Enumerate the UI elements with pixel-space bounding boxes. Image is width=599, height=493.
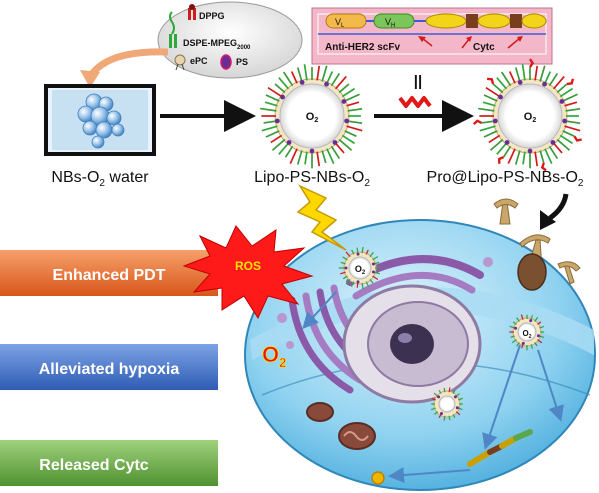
nbs-caption: NBs-O2 water bbox=[51, 169, 149, 189]
liposome-bound-receptor bbox=[517, 253, 547, 291]
ros-burst bbox=[182, 225, 314, 320]
lipo2-o2: O2 bbox=[524, 111, 537, 124]
outcome-bar-pdt bbox=[0, 250, 218, 296]
ros-label: ROS bbox=[235, 259, 261, 273]
mitochondrion bbox=[338, 422, 376, 450]
outcome-label-pdt: Enhanced PDT bbox=[53, 267, 166, 284]
arrow-pro-to-cell bbox=[548, 193, 569, 221]
legend-dspe-label: DSPE-MPEG2000 bbox=[183, 38, 251, 51]
nanobubble-cluster bbox=[77, 93, 125, 149]
lipo-2-o2: O2 bbox=[522, 329, 531, 340]
cytc-molecule bbox=[371, 471, 385, 485]
legend-ellipse bbox=[157, 1, 303, 79]
outcome-bar-hypoxia bbox=[0, 344, 218, 390]
vh-label: VH bbox=[385, 17, 395, 29]
liposome-in-cell-3 bbox=[431, 387, 463, 421]
released-o2-label: O2 bbox=[262, 342, 286, 370]
intracellular-arrows bbox=[302, 291, 564, 484]
outcome-bar-cytc bbox=[0, 440, 218, 486]
dspe-mpeg-icon bbox=[169, 11, 177, 48]
vl-label: VL bbox=[335, 17, 345, 29]
liposome-in-cell-2 bbox=[509, 314, 545, 351]
lipo-caption: Lipo-PS-NBs-O2 bbox=[254, 169, 370, 189]
cytc-label: Cytc bbox=[473, 42, 495, 53]
protein-icon bbox=[398, 96, 432, 108]
scfv-label: Anti-HER2 scFv bbox=[325, 42, 400, 53]
light-irradiation-bolt bbox=[296, 184, 347, 251]
liposome-in-cell bbox=[338, 246, 380, 290]
pro-lipo-ps-nbs-liposome bbox=[472, 58, 582, 172]
lipo-in-cell-o2: O2 bbox=[355, 264, 366, 276]
mitochondrion bbox=[306, 402, 334, 422]
legend-epc-label: ePC bbox=[190, 56, 208, 66]
pro-caption: Pro@Lipo-PS-NBs-O2 bbox=[427, 169, 584, 189]
lipo-ps-nbs-liposome bbox=[260, 64, 363, 169]
lipo1-o2: O2 bbox=[306, 111, 319, 124]
equals-sign: || bbox=[414, 73, 422, 90]
scfv-cytc-box bbox=[311, 7, 553, 65]
released-cytc-strand bbox=[467, 429, 533, 467]
legend-to-box-arrow bbox=[89, 48, 169, 77]
legend-dppg-label: DPPG bbox=[199, 11, 225, 21]
legend-ps-label: PS bbox=[236, 57, 248, 67]
ps-icon bbox=[220, 54, 232, 70]
nucleus bbox=[342, 284, 482, 404]
epc-icon bbox=[174, 54, 186, 71]
outcome-label-cytc: Released Cytc bbox=[39, 457, 148, 474]
outcome-label-hypoxia: Alleviated hypoxia bbox=[39, 361, 180, 378]
dppg-icon bbox=[188, 4, 196, 20]
